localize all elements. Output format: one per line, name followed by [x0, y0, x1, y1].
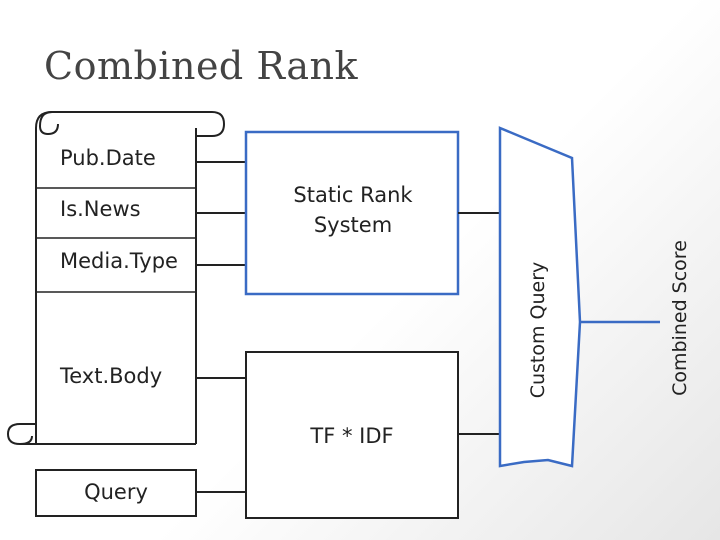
- page-title: Combined Rank: [44, 44, 358, 88]
- field-connectors: [196, 161, 246, 493]
- field-label-pubdate: Pub.Date: [60, 146, 156, 170]
- custom-query-shape: [498, 126, 582, 468]
- scroll-document: [6, 111, 226, 445]
- static-rank-box: [244, 130, 460, 296]
- field-label-textbody: Text.Body: [60, 364, 163, 388]
- query-label: Query: [84, 480, 148, 504]
- query-box: [35, 469, 197, 517]
- tfidf-label: TF * IDF: [310, 424, 394, 448]
- static-rank-label: Static Rank System: [293, 183, 413, 237]
- rank-connectors: [458, 212, 500, 435]
- field-label-mediatype: Media.Type: [60, 249, 178, 273]
- combined-score-label: Combined Score: [669, 240, 691, 396]
- tfidf-box: [245, 351, 459, 519]
- field-label-isnews: Is.News: [60, 197, 141, 221]
- custom-query-label: Custom Query: [527, 261, 549, 399]
